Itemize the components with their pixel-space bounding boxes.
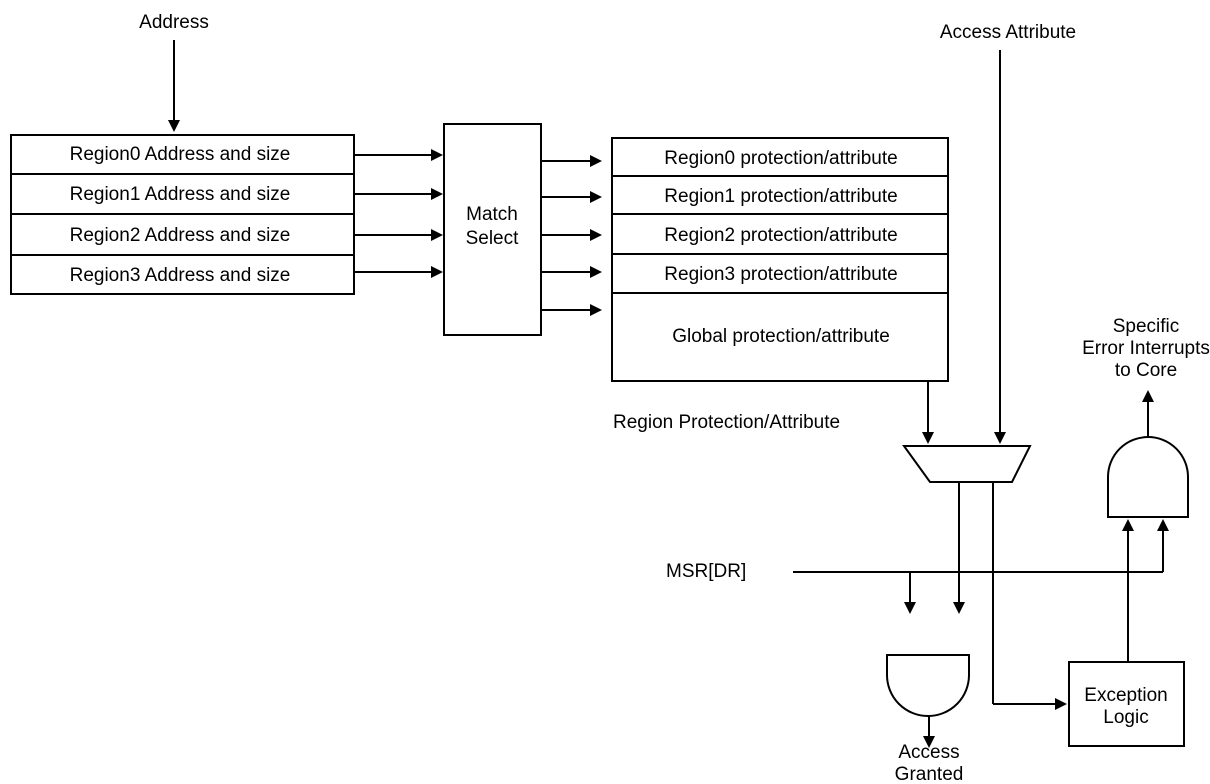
specific-error-line3: to Core <box>1115 360 1177 381</box>
exception-logic-line2: Logic <box>1103 707 1148 728</box>
arrowhead <box>590 155 602 167</box>
region1-protection: Region1 protection/attribute <box>664 186 897 207</box>
arrowhead <box>590 191 602 203</box>
region2-protection: Region2 protection/attribute <box>664 225 897 246</box>
region2-address-size: Region2 Address and size <box>70 225 291 246</box>
exception-logic-block <box>1068 661 1185 747</box>
arrowhead <box>1142 390 1154 402</box>
match-select-line1: Match <box>466 204 518 225</box>
arrowhead <box>1055 698 1067 710</box>
address-arrowhead <box>168 120 180 132</box>
arrowhead <box>431 229 443 241</box>
specific-error-line2: Error Interrupts <box>1082 338 1210 359</box>
match-select-line2: Select <box>466 228 520 249</box>
exception-logic-line1: Exception <box>1084 685 1167 706</box>
and-gate-error <box>1107 436 1189 518</box>
arrowhead <box>1157 519 1169 531</box>
specific-error-line1: Specific <box>1113 316 1180 337</box>
match-select-block <box>443 123 542 336</box>
arrowhead <box>431 188 443 200</box>
access-attribute-label: Access Attribute <box>940 22 1076 43</box>
region-protection-attribute-label: Region Protection/Attribute <box>613 412 840 433</box>
arrowhead <box>590 266 602 278</box>
global-protection: Global protection/attribute <box>672 326 890 347</box>
region3-address-size: Region3 Address and size <box>70 265 291 286</box>
arrowhead <box>994 432 1006 444</box>
mux-trapezoid <box>902 445 1032 483</box>
msr-dr-label: MSR[DR] <box>666 561 746 582</box>
arrowhead <box>431 149 443 161</box>
region3-protection: Region3 protection/attribute <box>664 264 897 285</box>
access-granted-line1: Access <box>898 742 959 763</box>
address-label: Address <box>139 12 209 33</box>
region0-protection: Region0 protection/attribute <box>664 148 897 169</box>
arrowhead <box>431 266 443 278</box>
access-granted-line2: Granted <box>895 764 964 784</box>
address-region-table: Region0 Address and size Region1 Address… <box>10 134 355 295</box>
arrowhead <box>923 736 935 748</box>
region1-address-size: Region1 Address and size <box>70 184 291 205</box>
and-gate-access <box>886 654 970 717</box>
region0-address-size: Region0 Address and size <box>70 144 291 165</box>
arrowhead <box>590 304 602 316</box>
arrowhead <box>953 602 965 614</box>
arrowhead <box>922 432 934 444</box>
protection-table: Region0 protection/attribute Region1 pro… <box>611 137 949 382</box>
arrowhead <box>590 229 602 241</box>
arrowhead <box>904 602 916 614</box>
arrowhead <box>1122 519 1134 531</box>
